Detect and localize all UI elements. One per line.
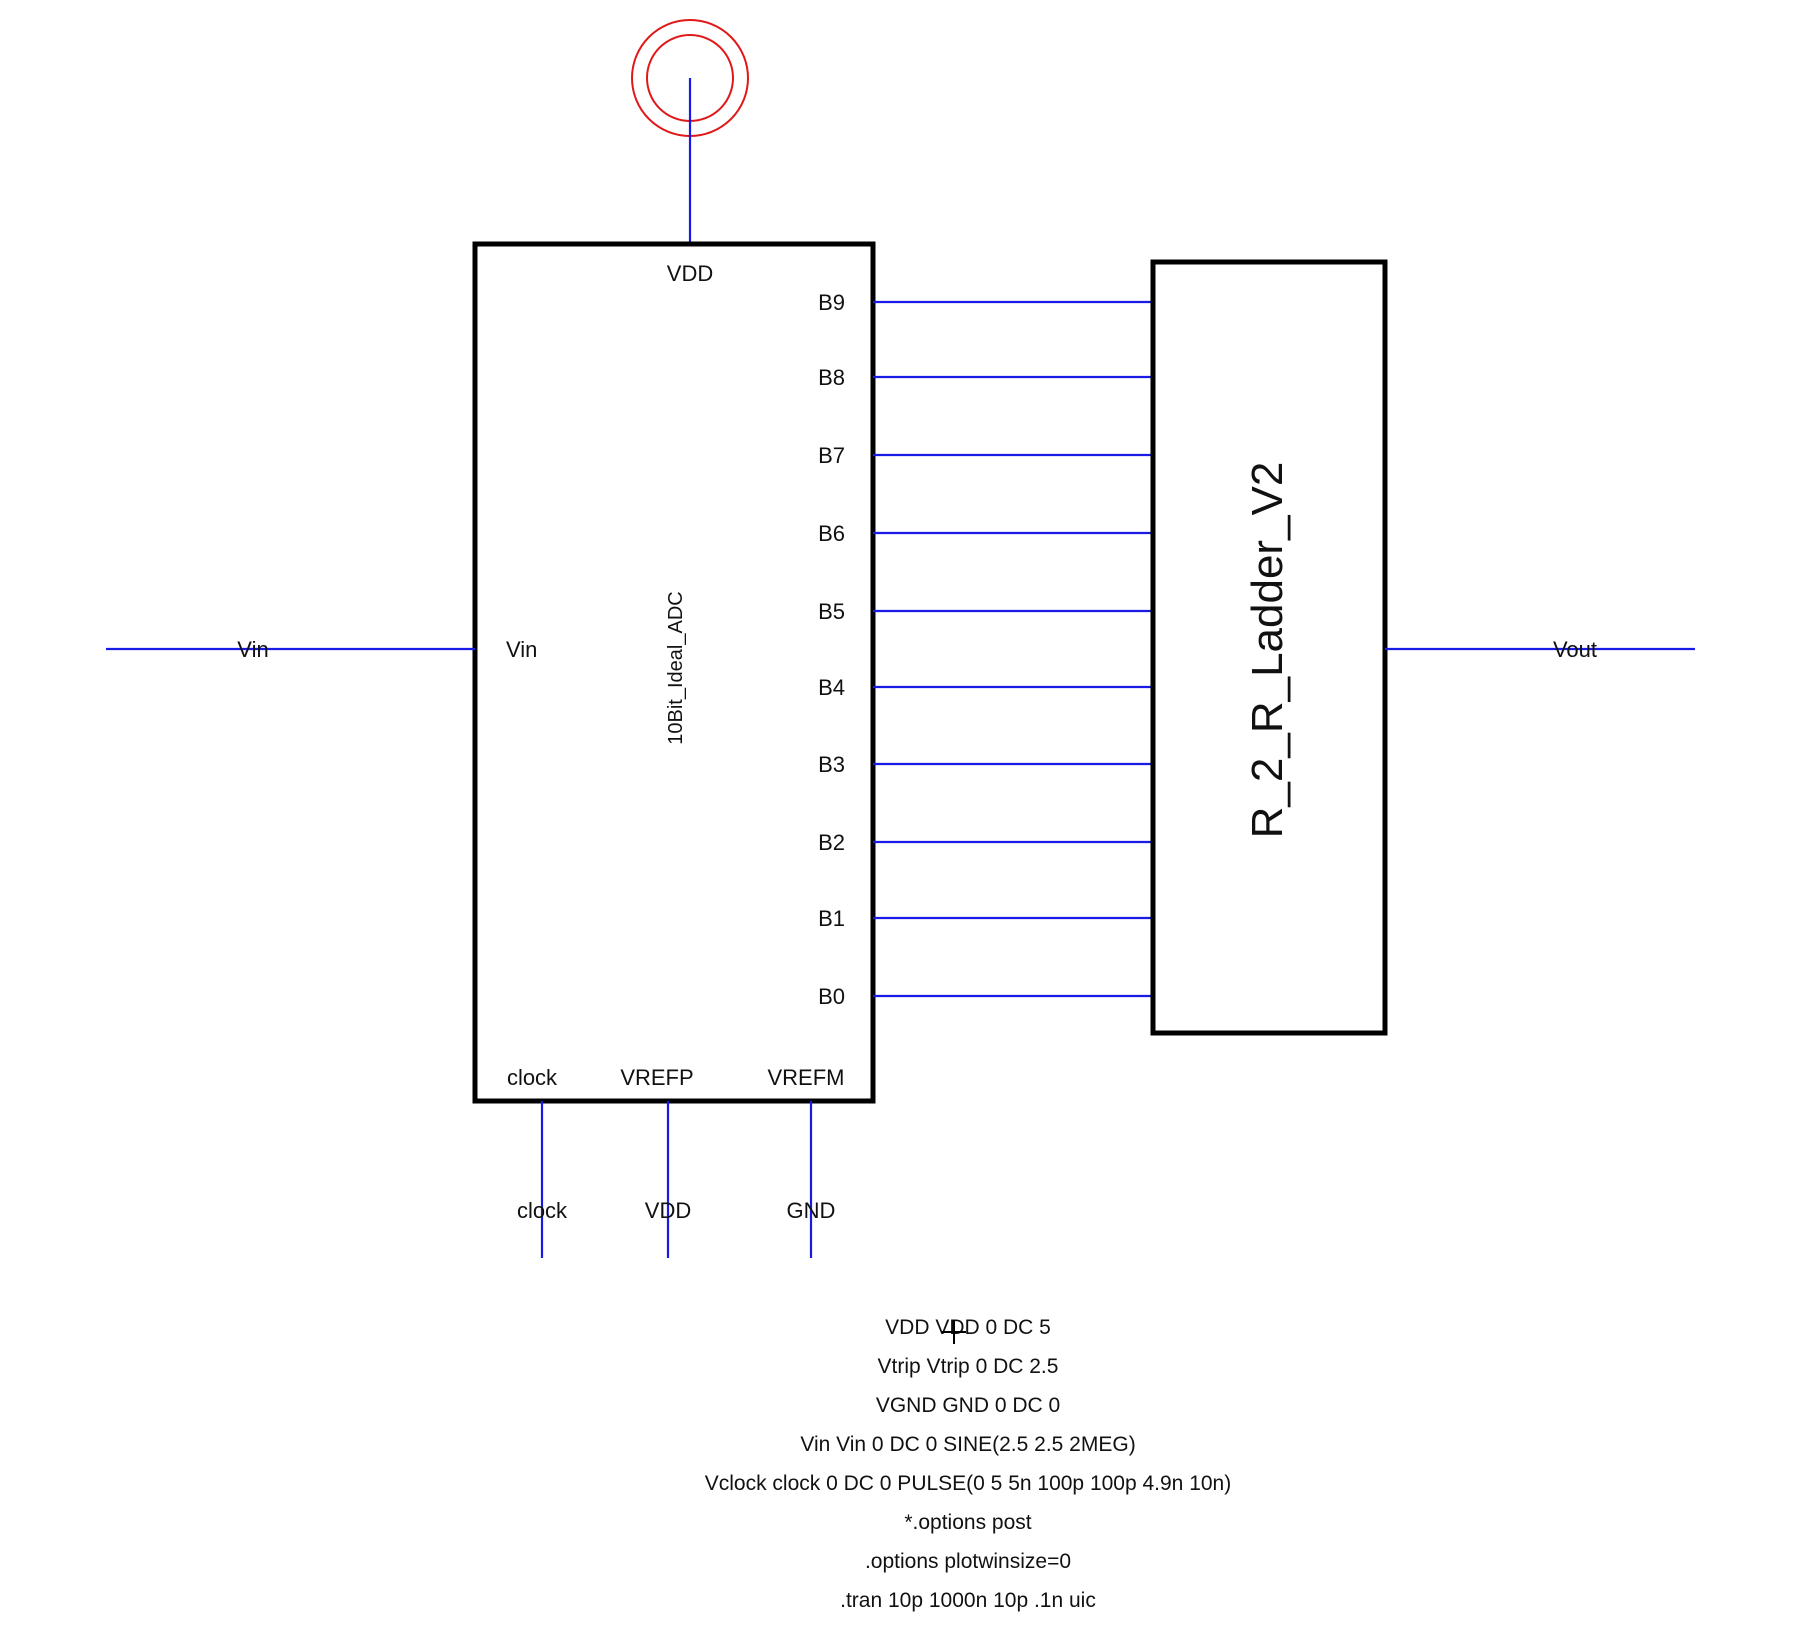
adc-body[interactable] (472, 241, 876, 1104)
vdd-supply-symbol[interactable] (631, 19, 749, 244)
adc-pin-b0-label: B0 (818, 984, 845, 1009)
adc-name-label: 10Bit_Ideal_ADC (665, 591, 687, 744)
adc-pin-b2-label: B2 (818, 830, 845, 855)
netlist-line: *.options post (904, 1511, 1031, 1534)
netlist-line: VDD VDD 0 DC 5 (885, 1316, 1051, 1339)
adc-pin-b5-label: B5 (818, 599, 845, 624)
adc-pin-b3-label: B3 (818, 752, 845, 777)
vout-net-label: Vout (1553, 637, 1597, 662)
adc-pin-vin-label: Vin (506, 637, 537, 662)
adc-pin-vrefp-label: VREFP (620, 1065, 693, 1090)
adc-pin-b8-label: B8 (818, 365, 845, 390)
adc-pin-b9-label: B9 (818, 290, 845, 315)
crosshair-cursor-icon (942, 1320, 966, 1344)
adc-pin-vdd-label: VDD (667, 261, 713, 286)
bit-bus-wires (873, 300, 1153, 998)
r2r-ladder-name-label: R_2_R_Ladder_V2 (1243, 462, 1292, 839)
netlist-line: Vin Vin 0 DC 0 SINE(2.5 2.5 2MEG) (800, 1433, 1135, 1456)
vrefp-net-label: VDD (645, 1198, 691, 1223)
r2r-ladder-body[interactable] (1150, 259, 1388, 1036)
vin-net-label: Vin (237, 637, 268, 662)
vrefm-net-label: GND (787, 1198, 836, 1223)
adc-pin-b7-label: B7 (818, 443, 845, 468)
adc-pin-b4-label: B4 (818, 675, 845, 700)
adc-pin-b6-label: B6 (818, 521, 845, 546)
netlist-line: .options plotwinsize=0 (865, 1550, 1071, 1573)
netlist-line: Vclock clock 0 DC 0 PULSE(0 5 5n 100p 10… (705, 1472, 1231, 1495)
netlist-line: .tran 10p 1000n 10p .1n uic (840, 1589, 1096, 1612)
adc-pin-clock-label: clock (507, 1065, 558, 1090)
netlist-line: Vtrip Vtrip 0 DC 2.5 (878, 1355, 1059, 1378)
netlist-line: VGND GND 0 DC 0 (876, 1394, 1060, 1417)
adc-pin-vrefm-label: VREFM (768, 1065, 845, 1090)
r2r-ladder-block[interactable]: R_2_R_Ladder_V2 (1150, 259, 1388, 1036)
adc-block[interactable]: VDD 10Bit_Ideal_ADC Vin clock VREFP VREF… (472, 241, 876, 1104)
adc-pin-b1-label: B1 (818, 906, 845, 931)
clock-net-label: clock (517, 1198, 568, 1223)
